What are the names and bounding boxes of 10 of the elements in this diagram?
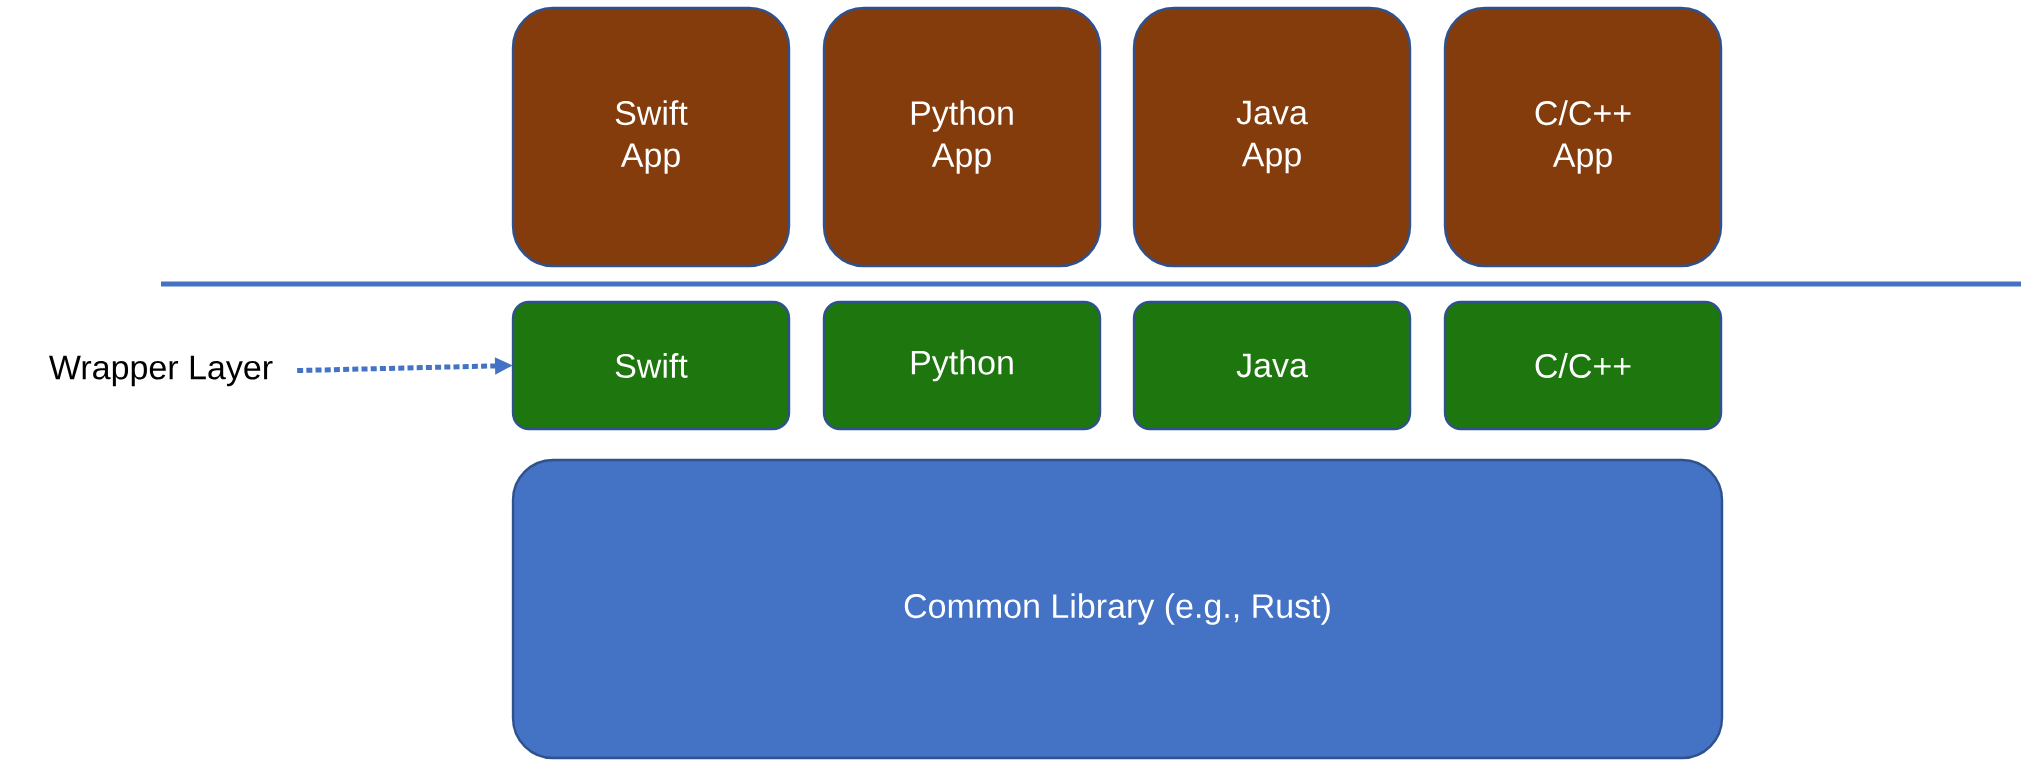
process-box: Swift: [511, 300, 791, 431]
process-box: Java App: [1132, 6, 1412, 268]
process-box: Java: [1132, 300, 1412, 431]
library-box: Common Library (e.g., Rust): [511, 458, 1724, 760]
process-box: Python: [822, 300, 1102, 431]
process-box: Swift App: [511, 6, 791, 268]
process-box: C/C++ App: [1443, 6, 1723, 268]
layer-label: Wrapper Layer: [49, 355, 273, 387]
process-box: Python App: [822, 6, 1102, 268]
process-box: C/C++: [1443, 300, 1723, 431]
